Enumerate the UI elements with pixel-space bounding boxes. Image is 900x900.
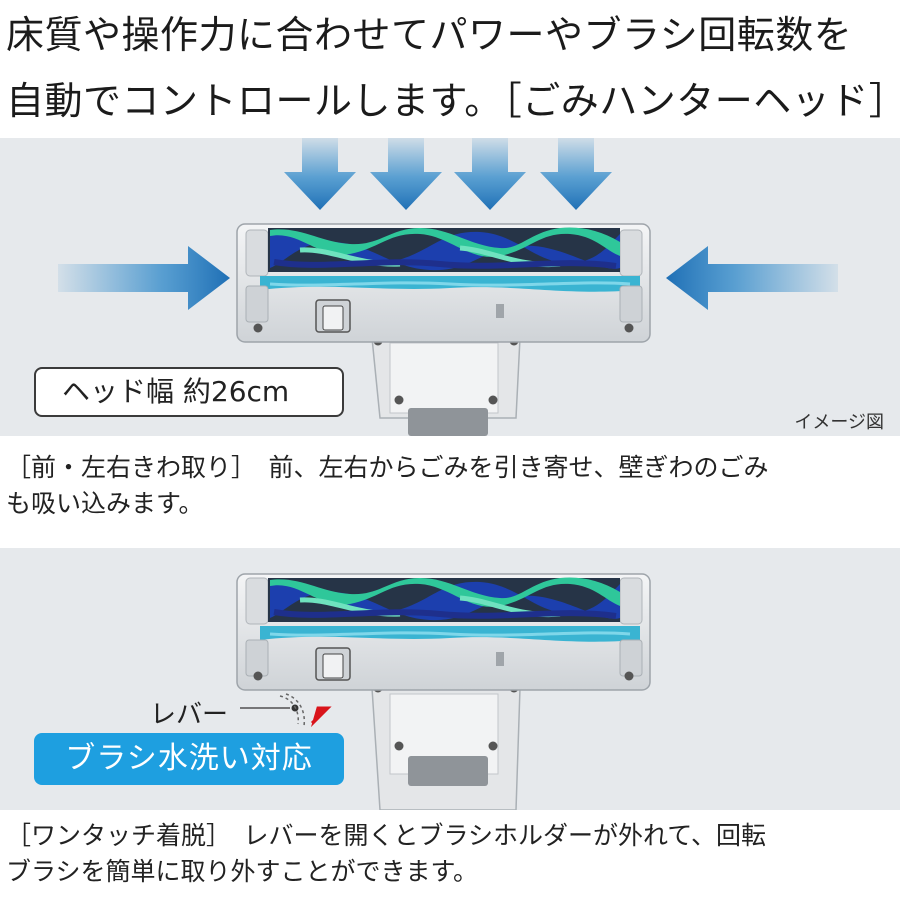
brush-removal-panel: レバー ブラシ水洗い対応 (0, 548, 900, 810)
suction-illustration-panel: ヘッド幅 約26cm イメージ図 (0, 138, 900, 436)
nozzle-head (236, 573, 651, 691)
nozzle-neck (371, 683, 521, 810)
headline-line-2: 自動でコントロールします。［ごみハンターヘッド］ (6, 79, 900, 123)
lever-label: レバー (150, 700, 229, 730)
image-note: イメージ図 (794, 412, 884, 433)
headline-line-1: 床質や操作力に合わせてパワーやブラシ回転数を (6, 13, 853, 57)
caption-line: ブラシを簡単に取り外すことができます。 (6, 857, 479, 886)
lever-indicator (240, 693, 306, 727)
down-arrow-icon (284, 138, 612, 210)
head-width-label: ヘッド幅 約26cm (34, 367, 344, 417)
red-arrow-icon (310, 706, 332, 728)
suction-illustration (58, 138, 838, 436)
left-arrow-icon (666, 246, 838, 310)
feature-caption-edge-cleaning: ［前・左右きわ取り］ 前、左右からごみを引き寄せ、壁ぎわのごみ も吸い込みます。 (6, 450, 898, 522)
caption-line: ［ワンタッチ着脱］ レバーを開くとブラシホルダーが外れて、回転 (6, 821, 767, 850)
nozzle-head (236, 223, 651, 343)
headline: 床質や操作力に合わせてパワーやブラシ回転数を 自動でコントロールします。［ごみハ… (6, 2, 900, 134)
caption-line: も吸い込みます。 (6, 489, 204, 518)
brush-removal-illustration (236, 573, 651, 810)
nozzle-neck (371, 336, 521, 436)
washable-brush-badge: ブラシ水洗い対応 (34, 733, 344, 785)
right-arrow-icon (58, 246, 230, 310)
caption-line: ［前・左右きわ取り］ 前、左右からごみを引き寄せ、壁ぎわのごみ (6, 453, 769, 482)
feature-caption-one-touch: ［ワンタッチ着脱］ レバーを開くとブラシホルダーが外れて、回転 ブラシを簡単に取… (6, 818, 898, 890)
